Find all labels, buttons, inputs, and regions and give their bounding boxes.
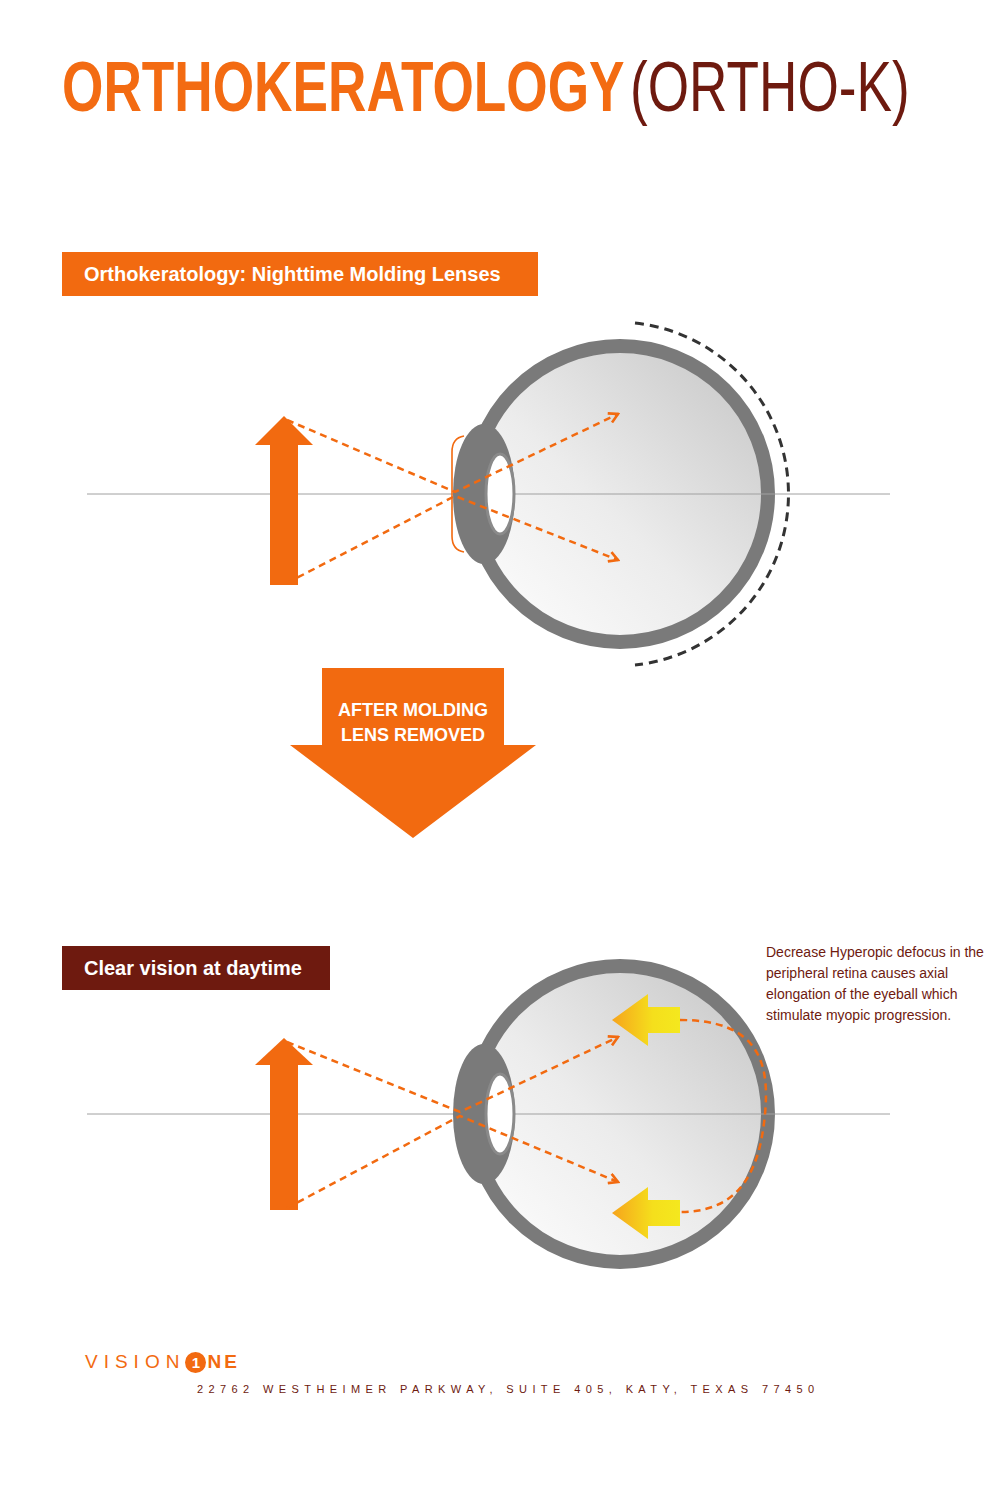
arrow-shape [290, 668, 536, 840]
address: 22762 WESTHEIMER PARKWAY, SUITE 405, KAT… [197, 1383, 820, 1395]
logo-word: NE [207, 1351, 239, 1373]
header-text: Clear vision at daytime [84, 957, 302, 980]
title-suffix: (ORTHO-K) [630, 52, 910, 122]
logo-word: VISION [85, 1351, 185, 1373]
eye-top [87, 323, 890, 665]
section-header: Clear vision at daytime [62, 946, 330, 990]
arrow-label: AFTER MOLDING LENS REMOVED [338, 698, 488, 748]
logo: VISION1NE [85, 1351, 240, 1373]
transition-arrow: AFTER MOLDING LENS REMOVED [290, 668, 536, 840]
logo-number: 1 [185, 1352, 206, 1373]
page-title: ORTHOKERATOLOGY [62, 52, 625, 122]
section-header: Orthokeratology: Nighttime Molding Lense… [62, 252, 538, 296]
callout-note: Decrease Hyperopic defocus in the periph… [766, 942, 984, 1026]
header-text: Orthokeratology: Nighttime Molding Lense… [84, 263, 501, 286]
